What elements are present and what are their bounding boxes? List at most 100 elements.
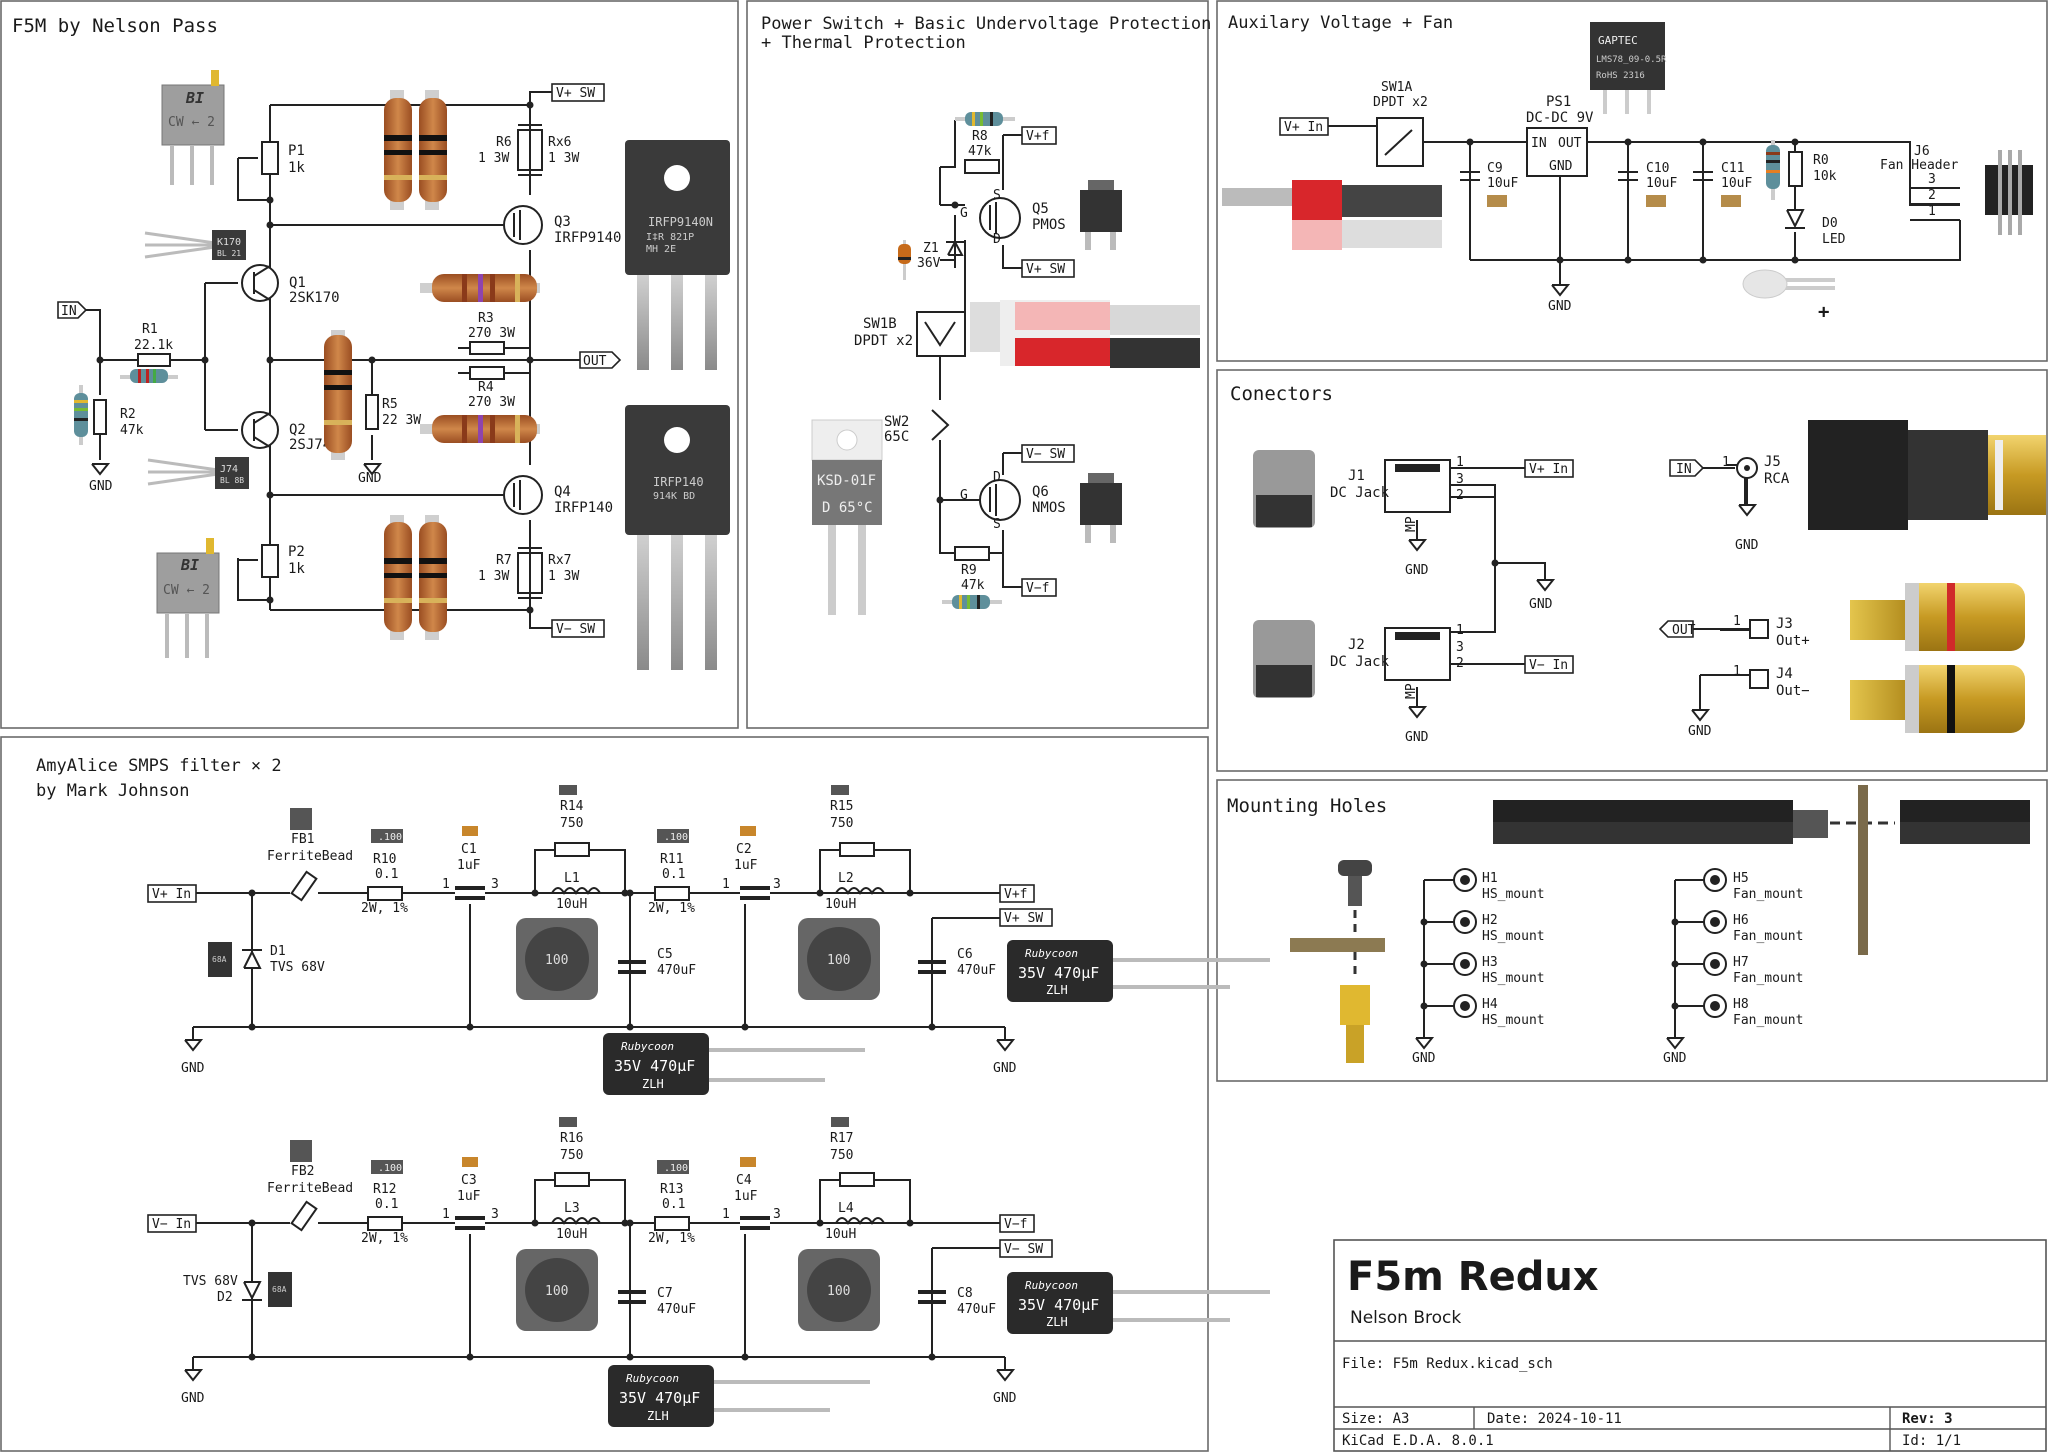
svg-text:.100: .100 (664, 832, 688, 843)
smps-bottom-symbols: V− In V−f V− SW GND GND FB2 FerriteBead … (147, 1131, 1053, 1406)
svg-text:R17: R17 (830, 1131, 853, 1146)
svg-text:Q4: Q4 (554, 484, 571, 500)
svg-text:R6: R6 (496, 135, 512, 150)
svg-text:DC-DC 9V: DC-DC 9V (1526, 110, 1594, 126)
svg-text:C10: C10 (1646, 161, 1669, 176)
svg-text:35V 470µF: 35V 470µF (619, 1389, 700, 1407)
svg-text:V+ In: V+ In (152, 887, 191, 902)
svg-text:J2: J2 (1348, 637, 1365, 653)
smps-bottom (192, 1179, 1006, 1370)
svg-text:C8: C8 (957, 1286, 973, 1301)
svg-text:35V 470µF: 35V 470µF (1018, 1296, 1099, 1314)
svg-text:SW1A: SW1A (1381, 80, 1412, 95)
svg-text:J1: J1 (1348, 468, 1365, 484)
svg-text:3: 3 (1456, 640, 1464, 655)
svg-text:GND: GND (1412, 1051, 1436, 1066)
svg-text:V− In: V− In (152, 1217, 191, 1232)
svg-text:R13: R13 (660, 1182, 683, 1197)
aux-symbols: V+ In SW1A DPDT x2 IN OUT GND PS1 DC-DC … (1279, 80, 1960, 314)
svg-text:H6: H6 (1733, 913, 1749, 928)
svg-text:R5: R5 (382, 397, 398, 412)
svg-text:G: G (960, 206, 968, 221)
svg-text:1k: 1k (288, 561, 305, 577)
svg-text:V− In: V− In (1529, 658, 1568, 673)
svg-text:IN: IN (61, 304, 77, 319)
svg-text:36V: 36V (917, 256, 941, 271)
svg-text:HS_mount: HS_mount (1482, 971, 1545, 986)
ksd-thermostat-photo: KSD-01F D 65°C (811, 419, 883, 615)
svg-text:270 3W: 270 3W (468, 326, 515, 341)
svg-text:10uH: 10uH (556, 1227, 587, 1242)
svg-text:Q5: Q5 (1032, 201, 1049, 217)
svg-text:IN: IN (1676, 462, 1692, 477)
svg-text:L2: L2 (838, 871, 854, 886)
svg-text:BL 8B: BL 8B (220, 476, 244, 485)
inductor-l2-photo: 100 (798, 918, 880, 1000)
svg-text:Q3: Q3 (554, 214, 571, 230)
svg-text:C1: C1 (461, 842, 477, 857)
to247-irfp9140: IRFP9140N I‡R 821P MH 2E (625, 140, 730, 370)
power-resistors-top (384, 90, 447, 210)
svg-text:H7: H7 (1733, 955, 1749, 970)
trimmer-p2: BI CW ← 2 (156, 538, 220, 658)
svg-text:GND: GND (1405, 563, 1429, 578)
svg-text:3: 3 (1928, 172, 1936, 187)
power-resistor-r5 (324, 330, 352, 460)
svg-text:1: 1 (442, 877, 450, 892)
svg-text:R14: R14 (560, 799, 584, 814)
svg-text:FerriteBead: FerriteBead (267, 1181, 353, 1196)
inductor-l3-photo: 100 (516, 1249, 598, 1331)
svg-text:470uF: 470uF (957, 1302, 996, 1317)
jfet-k170: K170 BL 21 (144, 230, 246, 260)
f5m-net-labels: IN OUT V+ SW V− SW GND GND (57, 83, 622, 638)
inductor-l4-photo: 100 (798, 1249, 880, 1331)
svg-text:2W, 1%: 2W, 1% (648, 1231, 695, 1246)
svg-text:R2: R2 (120, 407, 136, 422)
svg-text:1: 1 (722, 877, 730, 892)
svg-text:10uF: 10uF (1646, 176, 1677, 191)
svg-text:0.1: 0.1 (662, 867, 685, 882)
svg-text:R1: R1 (142, 322, 158, 337)
power-symbols: R8 47k G D S Q5 PMOS Z1 36V SW1B DPDT x2… (854, 126, 1075, 597)
svg-text:IRFP9140: IRFP9140 (554, 230, 621, 246)
resistor-r8-photo (955, 112, 1015, 126)
svg-text:1: 1 (1722, 455, 1730, 470)
section-connectors-frame (1216, 369, 2048, 772)
svg-text:GND: GND (1688, 724, 1712, 739)
svg-text:IN: IN (1531, 136, 1547, 151)
svg-text:PMOS: PMOS (1032, 217, 1066, 233)
svg-text:C4: C4 (736, 1173, 752, 1188)
svg-text:OUT: OUT (1558, 136, 1582, 151)
svg-text:J3: J3 (1776, 616, 1793, 632)
fan-header-photo (1985, 150, 2033, 235)
svg-text:D2: D2 (217, 1290, 233, 1305)
ecap-c6-photo: Rubycoon 35V 470µF ZLH (1007, 940, 1270, 1002)
svg-text:H2: H2 (1482, 913, 1498, 928)
svg-text:GND: GND (1735, 538, 1759, 553)
svg-text:GAPTEC: GAPTEC (1598, 34, 1638, 47)
svg-text:V+ In: V+ In (1284, 120, 1323, 135)
section-power-frame (746, 0, 1209, 729)
ecap-c8-photo: Rubycoon 35V 470µF ZLH (1007, 1272, 1270, 1334)
svg-text:S: S (993, 188, 1001, 203)
svg-text:D 65°C: D 65°C (822, 500, 873, 516)
svg-text:1uF: 1uF (457, 858, 481, 873)
svg-text:Rubycoon: Rubycoon (1025, 1279, 1078, 1292)
svg-text:HS_mount: HS_mount (1482, 929, 1545, 944)
svg-text:22 3W: 22 3W (382, 413, 421, 428)
rocker-switch-photo (970, 300, 1200, 368)
svg-text:H3: H3 (1482, 955, 1498, 970)
svg-text:R15: R15 (830, 799, 853, 814)
section-title-connectors: Conectors (1230, 383, 1333, 405)
svg-text:2: 2 (1456, 656, 1464, 671)
svg-text:22.1k: 22.1k (134, 338, 173, 353)
title-block-tool: KiCad E.D.A. 8.0.1 (1342, 1433, 1494, 1449)
svg-text:PS1: PS1 (1546, 94, 1571, 110)
section-f5m-frame (0, 0, 739, 729)
svg-text:1 3W: 1 3W (548, 151, 579, 166)
svg-text:1uF: 1uF (457, 1189, 481, 1204)
svg-text:GND: GND (358, 471, 382, 486)
smps-top-3d: .100 .100 68A 100 100 Rubycoon 35V 470µF… (208, 785, 1270, 1095)
to247-irfp140: IRFP140 914K BD (625, 405, 730, 670)
svg-text:3: 3 (773, 877, 781, 892)
